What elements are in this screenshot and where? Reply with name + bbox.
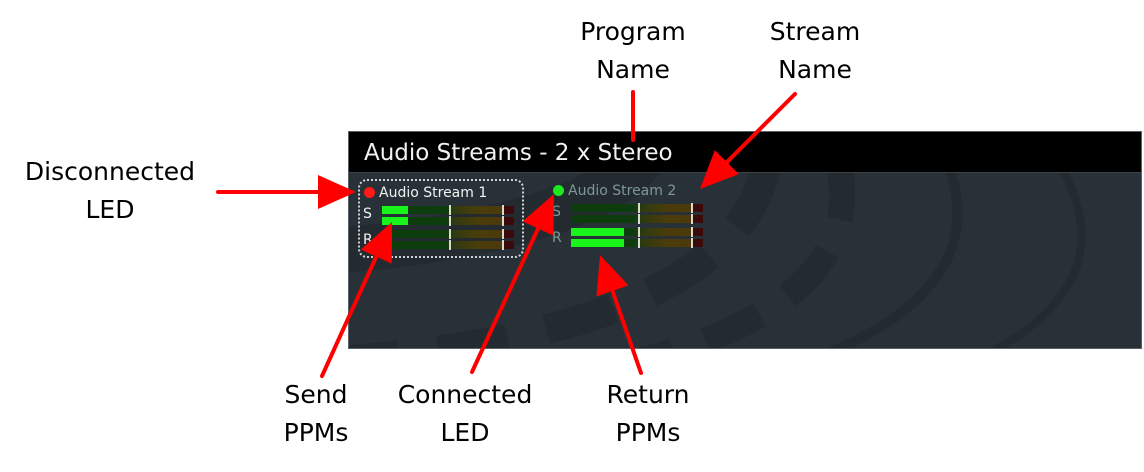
disconnected-led-icon [364, 187, 375, 198]
ppm-scale-tick [638, 214, 640, 224]
ppm-scale-tick [691, 214, 693, 224]
ppm-level-fill [382, 217, 408, 225]
audio-streams-panel: Audio Streams - 2 x Stereo Audio Stream … [348, 131, 1142, 349]
ppm-level-fill [571, 239, 624, 247]
send-row-label: S [552, 204, 561, 220]
callout-disconnected-led-line2: LED [85, 195, 135, 224]
callout-send-ppms-line2: PPMs [283, 418, 349, 447]
callout-program-name-line2: Name [596, 55, 670, 84]
callout-return-ppms-line2: PPMs [615, 418, 681, 447]
stream-title: Audio Stream 2 [553, 182, 676, 200]
ppm-scale-tick [502, 205, 504, 215]
ppm-scale-tick [691, 227, 693, 237]
callout-connected-led-line2: LED [440, 418, 490, 447]
callout-stream-name: Stream Name [755, 13, 875, 89]
ppm-scale-tick [691, 238, 693, 248]
callout-connected-led-line1: Connected [397, 380, 533, 409]
callout-return-ppms: Return PPMs [590, 376, 706, 452]
stream-name-label: Audio Stream 1 [379, 185, 488, 201]
send-ppm-left [571, 203, 703, 213]
stream-tile-2[interactable]: Audio Stream 2 S R [549, 179, 715, 258]
ppm-scale-tick [449, 229, 451, 239]
send-ppm-left [382, 205, 514, 215]
callout-return-ppms-line1: Return [606, 380, 690, 409]
callout-send-ppms: Send PPMs [266, 376, 366, 452]
ppm-scale-tick [449, 205, 451, 215]
callout-program-name-line1: Program [580, 17, 686, 46]
callout-program-name: Program Name [575, 13, 691, 89]
callout-disconnected-led: Disconnected LED [15, 153, 205, 229]
stream-name-label: Audio Stream 2 [568, 183, 677, 199]
connected-led-icon [553, 185, 564, 196]
ppm-scale-tick [691, 203, 693, 213]
ppm-level-fill [382, 206, 408, 214]
ppm-scale-tick [502, 229, 504, 239]
stream-title: Audio Stream 1 [364, 184, 487, 202]
ppm-scale-tick [638, 238, 640, 248]
ppm-scale-tick [449, 240, 451, 250]
return-ppm-left [382, 229, 514, 239]
callout-stream-name-line1: Stream [769, 17, 861, 46]
send-row-label: S [363, 206, 372, 222]
callout-connected-led: Connected LED [385, 376, 545, 452]
return-ppm-left [571, 227, 703, 237]
program-name-header: Audio Streams - 2 x Stereo [349, 132, 1141, 173]
ppm-scale-tick [449, 216, 451, 226]
ppm-scale-tick [502, 240, 504, 250]
ppm-scale-tick [638, 227, 640, 237]
send-ppm-right [382, 216, 514, 226]
send-ppm-right [571, 214, 703, 224]
callout-send-ppms-line1: Send [284, 380, 348, 409]
stream-tile-1[interactable]: Audio Stream 1 S R [358, 179, 524, 258]
ppm-level-fill [571, 228, 624, 236]
ppm-scale-tick [502, 216, 504, 226]
ppm-scale-tick [638, 203, 640, 213]
return-ppm-right [382, 240, 514, 250]
return-ppm-right [571, 238, 703, 248]
callout-disconnected-led-line1: Disconnected [24, 157, 196, 186]
return-row-label: R [552, 230, 562, 246]
callout-stream-name-line2: Name [778, 55, 852, 84]
return-row-label: R [363, 232, 373, 248]
